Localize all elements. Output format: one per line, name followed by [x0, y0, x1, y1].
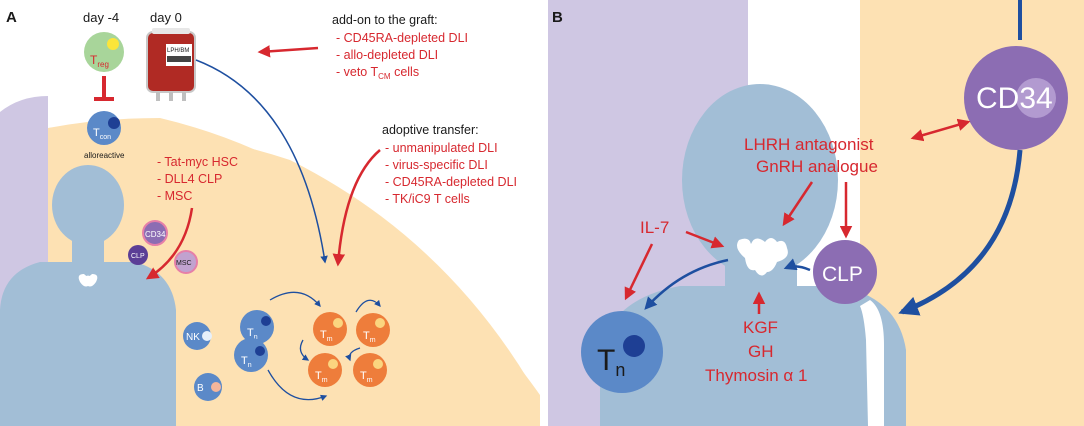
- panel-b: B CD34 CLP Tn LHRH antagonist GnRH analo…: [548, 0, 1084, 426]
- panel-a: A day -4 day 0 Treg Tcon alloreactive LP…: [0, 0, 540, 426]
- thymus-to-tn-arrow: [644, 258, 729, 310]
- cd34-cell-b: CD34: [964, 46, 1068, 150]
- tm-cell-4: Tm: [353, 353, 387, 387]
- tm-label-4: Tm: [360, 370, 373, 384]
- tm-label-3: Tm: [315, 370, 328, 384]
- adoptive-item-3: - CD45RA-depleted DLI: [385, 175, 517, 189]
- tn-cell-b: Tn: [581, 311, 663, 393]
- tm-cell-3: Tm: [308, 353, 342, 387]
- graft-addon-arrow: [257, 45, 319, 58]
- msc-label-a: MSC: [176, 260, 192, 267]
- cd34-label-b: CD34: [976, 82, 1053, 115]
- bag-label: LPH/BM: [167, 48, 189, 54]
- tcon-label: Tcon: [93, 127, 111, 141]
- tn-cell-a-2: Tn: [234, 338, 268, 372]
- day-minus4-label: day -4: [83, 10, 119, 25]
- panel-divider: [541, 0, 547, 426]
- graft-addon-item-2: - allo-depleted DLI: [336, 48, 438, 62]
- clp-label-a: CLP: [131, 253, 145, 260]
- b-label: B: [197, 383, 204, 394]
- clp-cell-a: CLP: [128, 245, 148, 265]
- tn-label-a-2: Tn: [241, 355, 252, 369]
- adoptive-item-4: - TK/iC9 T cells: [385, 192, 470, 206]
- lhrh-to-cd34-arrow: [910, 118, 971, 142]
- hsc-item-2: - DLL4 CLP: [157, 172, 222, 186]
- blood-bag-icon: LPH/BM: [146, 28, 196, 101]
- tm-label-1: Tm: [320, 329, 333, 343]
- day0-label: day 0: [150, 10, 182, 25]
- nk-label: NK: [186, 332, 200, 343]
- gnrh-label: GnRH analogue: [756, 157, 878, 176]
- gh-label: GH: [748, 342, 774, 361]
- adoptive-item-1: - unmanipulated DLI: [385, 141, 498, 155]
- tn-cell-a-1: Tn: [240, 310, 274, 344]
- panel-label-b: B: [552, 9, 563, 26]
- tm-cycle-arrow-3: [345, 347, 361, 362]
- msc-cell-a: MSC: [174, 250, 198, 274]
- graft-addon-item-3: - veto TCM cells: [336, 65, 419, 81]
- b-cell: B: [194, 373, 222, 401]
- tm-cell-1: Tm: [313, 312, 347, 346]
- il7-label: IL-7: [640, 218, 669, 237]
- graft-to-cells-arrow: [195, 59, 328, 264]
- cd34-label-a: CD34: [145, 230, 166, 239]
- gnrh-to-thymus-arrow: [782, 181, 814, 227]
- adoptive-title: adoptive transfer:: [382, 123, 479, 137]
- thymus-icon-a: [78, 274, 98, 287]
- nk-cell: NK: [183, 322, 212, 350]
- tn-label-b: Tn: [597, 344, 625, 380]
- adoptive-arrow: [332, 149, 381, 267]
- graft-addon-item-1: - CD45RA-depleted DLI: [336, 31, 468, 45]
- cd34-cell-a: CD34: [142, 220, 168, 246]
- adoptive-item-2: - virus-specific DLI: [385, 158, 488, 172]
- hsc-arrow: [145, 207, 194, 280]
- clp-to-thymus-arrow: [783, 258, 811, 272]
- tm-cycle-arrow-1: [355, 299, 381, 313]
- tm-label-2: Tm: [363, 330, 376, 344]
- thymus-icon-b: [737, 238, 788, 276]
- treg-label: Treg: [90, 53, 109, 69]
- clp-cell-b: CLP: [813, 240, 877, 304]
- patient-silhouette-a: [0, 165, 176, 426]
- arm-highlight-b: [860, 300, 884, 426]
- panel-label-a: A: [6, 9, 17, 26]
- lhrh-label: LHRH antagonist: [744, 135, 874, 154]
- tm-cycle-arrow-2: [299, 339, 310, 361]
- tn-to-tm-arrow: [269, 291, 321, 307]
- treg-cell: Treg: [84, 32, 124, 72]
- tm-cell-2: Tm: [356, 313, 390, 347]
- cd34-to-thymus-arrow: [898, 149, 1023, 316]
- graft-addon-title: add-on to the graft:: [332, 13, 438, 27]
- tn-label-a-1: Tn: [247, 327, 258, 341]
- clp-label-b: CLP: [822, 263, 863, 286]
- hsc-item-1: - Tat-myc HSC: [157, 155, 238, 169]
- kgf-label: KGF: [743, 318, 778, 337]
- hsc-item-3: - MSC: [157, 189, 192, 203]
- alloreactive-label: alloreactive: [84, 151, 125, 160]
- tcon-cell: Tcon: [87, 111, 121, 145]
- tn-to-tm-lower-arrow: [267, 369, 328, 401]
- il7-to-tn-arrow: [624, 243, 654, 301]
- il7-to-thymus-arrow: [685, 230, 725, 249]
- thymosin-label: Thymosin α 1: [705, 366, 807, 385]
